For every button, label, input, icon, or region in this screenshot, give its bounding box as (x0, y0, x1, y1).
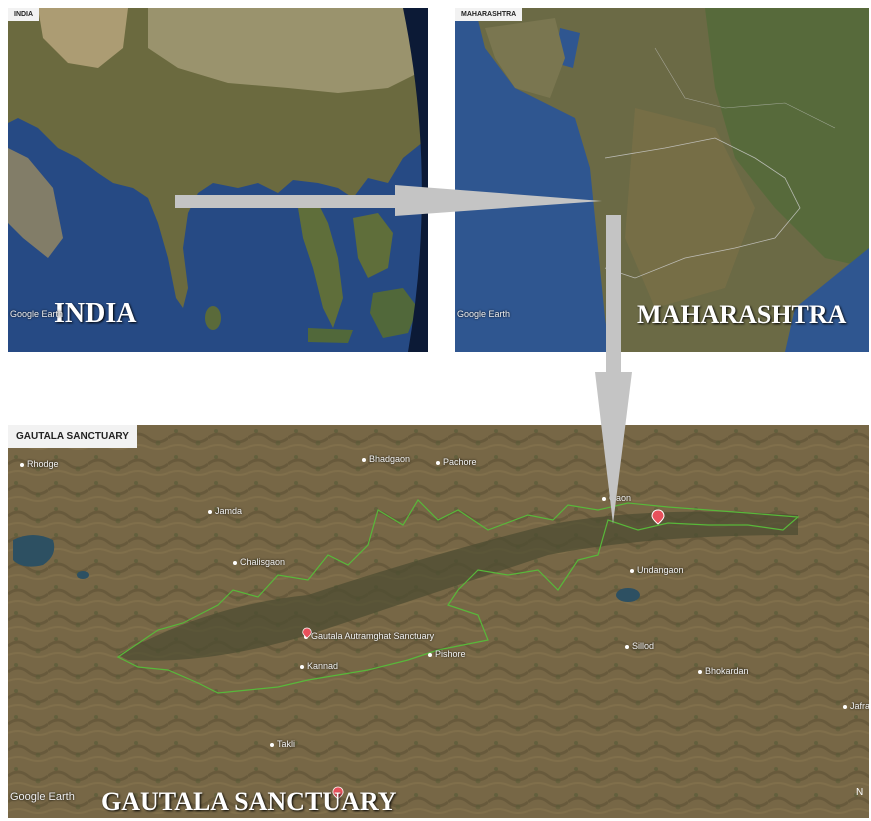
gautala-map-panel: GAUTALA SANCTUARY Rhodge Bhadgaon Pachor… (8, 425, 869, 818)
place-label: Sillod (625, 641, 654, 651)
place-label: Jafra (843, 701, 869, 711)
gautala-google-earth-attribution: Google Earth (10, 791, 75, 803)
place-label: Pishore (428, 649, 466, 659)
place-label: Jamda (208, 506, 242, 516)
maharashtra-map-tag: MAHARASHTRA (455, 8, 523, 21)
india-satellite-image (8, 8, 428, 352)
place-label: Bhadgaon (362, 454, 410, 464)
gautala-map-tag: GAUTALA SANCTUARY (8, 425, 137, 448)
place-label: Bhokardan (698, 666, 749, 676)
place-label: Undangaon (630, 565, 684, 575)
place-label: Chalisgaon (233, 557, 285, 567)
india-map-panel: INDIA INDIA Google Earth (8, 8, 428, 352)
place-label: Kannad (300, 661, 338, 671)
maharashtra-map-panel: MAHARASHTRA MAHARASHTRA Google Earth (455, 8, 869, 352)
india-google-earth-attribution: Google Earth (10, 309, 64, 319)
maharashtra-google-earth-attribution: Google Earth (457, 309, 511, 319)
place-label: Gaon (602, 493, 631, 503)
gautala-satellite-image (8, 425, 869, 818)
place-label: Rhodge (20, 459, 59, 469)
gautala-caption: GAUTALA SANCTUARY (101, 787, 397, 816)
map-pin-icon (651, 509, 665, 525)
india-caption: INDIA (54, 298, 137, 329)
place-label: Gautala Autramghat Sanctuary (304, 631, 434, 641)
north-compass-icon: N (856, 787, 864, 798)
maharashtra-caption: MAHARASHTRA (637, 300, 847, 329)
place-label: Takli (270, 739, 295, 749)
place-label: Pachore (436, 457, 477, 467)
india-map-tag: INDIA (8, 8, 40, 21)
map-pin-icon (332, 786, 344, 800)
maharashtra-satellite-image (455, 8, 869, 352)
map-pin-icon (302, 627, 312, 639)
